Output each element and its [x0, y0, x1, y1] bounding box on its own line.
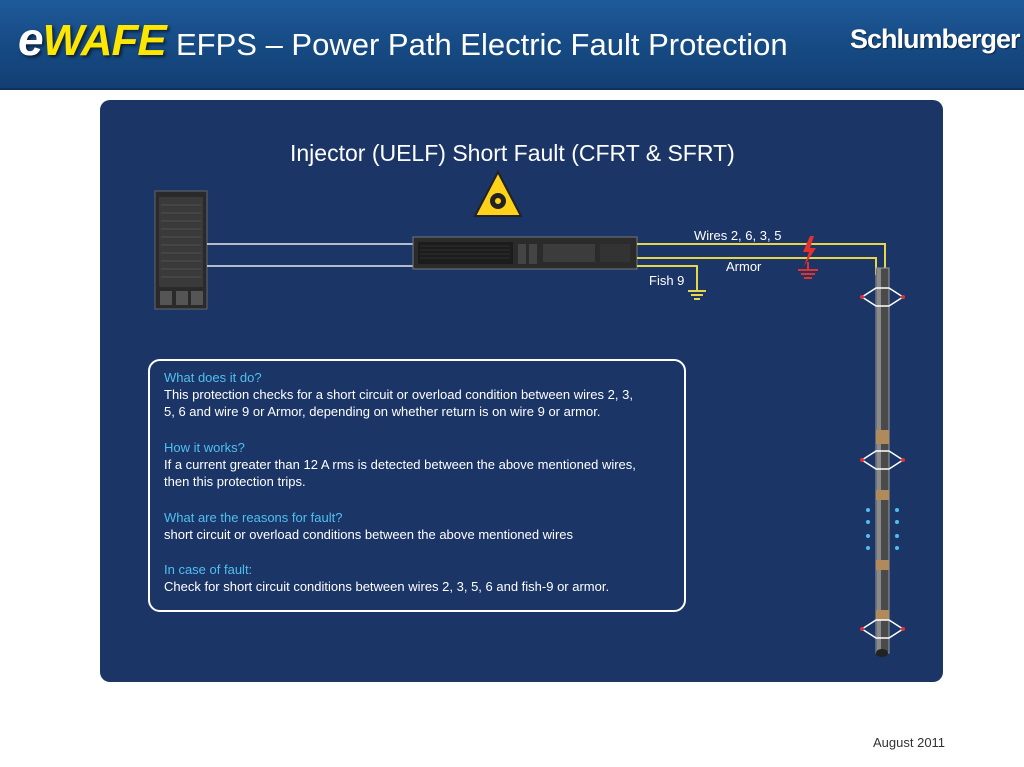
fish-label: Fish 9 — [649, 273, 685, 288]
info-box — [148, 359, 686, 612]
warning-gear-icon — [473, 169, 523, 217]
question-how: How it works? — [164, 440, 245, 455]
page-title: EFPS – Power Path Electric Fault Protect… — [176, 27, 788, 62]
fish-path — [637, 265, 698, 290]
fault-lightning-icon — [798, 236, 818, 279]
answer-what-2: 5, 6 and wire 9 or Armor, depending on w… — [164, 404, 601, 419]
question-reasons: What are the reasons for fault? — [164, 510, 343, 525]
fish-ground-icon — [688, 290, 706, 300]
ewafe-logo: eWAFE — [18, 13, 167, 65]
footer-date: August 2011 — [873, 735, 946, 750]
answer-fault: Check for short circuit conditions betwe… — [164, 579, 610, 594]
drive-unit-icon — [412, 236, 638, 270]
cabinet-icon — [154, 190, 208, 310]
answer-what-1: This protection checks for a short circu… — [164, 387, 633, 402]
answer-reasons: short circuit or overload conditions bet… — [164, 527, 574, 542]
diagram-panel — [100, 100, 943, 682]
header-bar: eWAFE EFPS – Power Path Electric Fault P… — [0, 0, 1024, 90]
answer-how-2: then this protection trips. — [164, 474, 306, 489]
answer-how-1: If a current greater than 12 A rms is de… — [164, 457, 636, 472]
schlumberger-logo: Schlumberger — [850, 24, 1021, 54]
wires-path — [637, 243, 886, 275]
question-fault: In case of fault: — [164, 562, 253, 577]
wires-label: Wires 2, 6, 3, 5 — [694, 228, 782, 243]
armor-label: Armor — [726, 259, 762, 274]
well-string-icon — [860, 267, 905, 657]
diagram-title: Injector (UELF) Short Fault (CFRT & SFRT… — [290, 140, 735, 166]
question-what: What does it do? — [164, 370, 262, 385]
